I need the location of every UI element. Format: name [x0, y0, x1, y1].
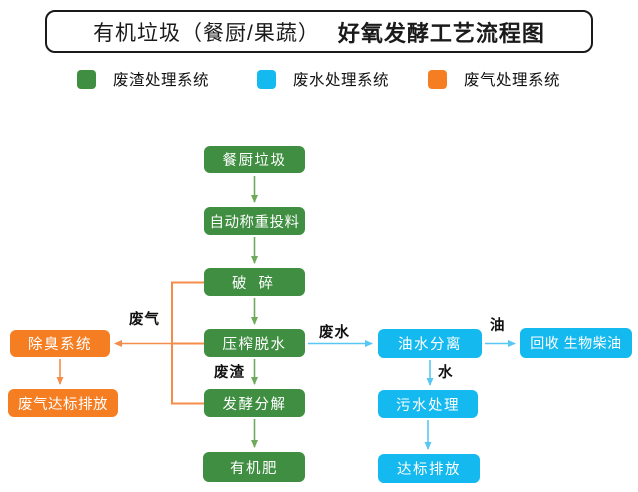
node-deodorization-system: 除臭系统 — [10, 330, 110, 357]
legend-label: 废水处理系统 — [293, 72, 390, 89]
title-box: 有机垃圾（餐厨/果蔬） 好氧发酵工艺流程图 — [45, 10, 593, 53]
node-press-dewatering: 压榨脱水 — [204, 329, 305, 357]
legend-item-wastewater-system: 废水处理系统 — [257, 69, 389, 89]
edge-label-water: 水 — [438, 365, 454, 381]
edge-label-waste-water: 废水 — [319, 325, 350, 341]
legend-item-wastegas-system: 废气处理系统 — [428, 69, 560, 89]
node-biodiesel-recovery: 回收 生物柴油 — [520, 328, 632, 358]
line-gas-collector-trunk — [171, 281, 204, 405]
node-auto-weigh-feed: 自动称重投料 — [204, 207, 305, 235]
node-crushing: 破 碎 — [204, 268, 305, 296]
page-title-prefix: 有机垃圾（餐厨/果蔬） — [93, 21, 320, 45]
legend-swatch-green — [77, 69, 96, 89]
legend-item-residue-system: 废渣处理系统 — [77, 69, 209, 89]
legend-label: 废渣处理系统 — [113, 72, 210, 89]
edge-label-oil: 油 — [490, 318, 506, 334]
node-sewage-treatment: 污水处理 — [378, 390, 478, 418]
page-title: 好氧发酵工艺流程图 — [337, 20, 545, 46]
edge-label-waste-gas: 废气 — [129, 312, 160, 328]
node-organic-fertilizer: 有机肥 — [203, 452, 305, 482]
node-kitchen-waste: 餐厨垃圾 — [204, 146, 305, 173]
node-gas-standard-discharge: 废气达标排放 — [8, 389, 118, 417]
legend-swatch-orange — [428, 69, 447, 89]
node-fermentation: 发酵分解 — [204, 389, 305, 417]
node-standard-discharge: 达标排放 — [378, 454, 480, 483]
legend-swatch-blue — [257, 69, 276, 89]
legend-label: 废气处理系统 — [464, 72, 561, 89]
edge-label-waste-residue: 废渣 — [214, 365, 245, 381]
node-oil-water-separation: 油水分离 — [378, 329, 482, 358]
